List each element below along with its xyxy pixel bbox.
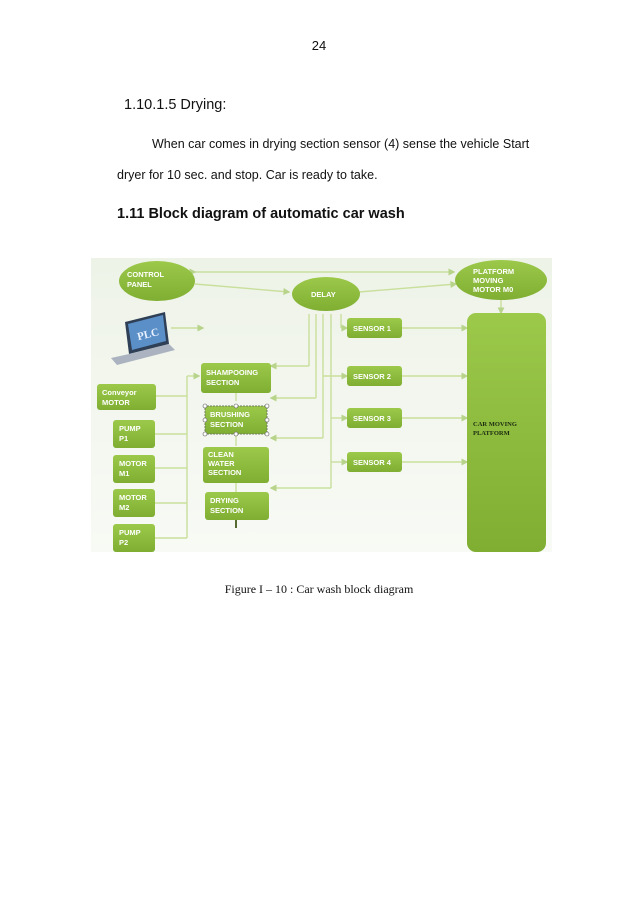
platform-motor-label-1: PLATFORM bbox=[473, 267, 514, 276]
page-number: 24 bbox=[311, 38, 327, 53]
figure-caption: Figure I – 10 : Car wash block diagram bbox=[224, 582, 414, 596]
sensor-3-node bbox=[347, 408, 402, 428]
drying-section-node bbox=[205, 492, 269, 520]
clean-water-label-2: WATER bbox=[208, 459, 235, 468]
motor-m2-label-1: MOTOR bbox=[119, 493, 147, 502]
brushing-label-1: BRUSHING bbox=[210, 410, 250, 419]
pump-p1-node bbox=[113, 420, 155, 448]
control-panel-node bbox=[119, 261, 195, 301]
laptop-icon: PLC bbox=[111, 312, 175, 365]
car-moving-platform-node bbox=[467, 313, 546, 552]
clean-water-section-node bbox=[203, 447, 269, 483]
shampooing-label-2: SECTION bbox=[206, 378, 239, 387]
motor-m1-node bbox=[113, 455, 155, 483]
subsection-heading: 1.11 Block diagram of automatic car wash bbox=[117, 206, 405, 222]
sensor-1-node bbox=[347, 318, 402, 338]
plc-label: PLC bbox=[136, 326, 160, 343]
conveyor-motor-label-1: Conveyor bbox=[102, 388, 137, 397]
shampooing-section-node bbox=[201, 363, 271, 393]
paragraph-line: When car comes in drying section sensor … bbox=[152, 137, 530, 151]
motor-m1-label-2: M1 bbox=[119, 469, 129, 478]
clean-water-label-1: CLEAN bbox=[208, 450, 234, 459]
sensor-2-label: SENSOR 2 bbox=[353, 372, 391, 381]
drying-label-2: SECTION bbox=[210, 506, 243, 515]
sensor-3-label: SENSOR 3 bbox=[353, 414, 391, 423]
pump-p2-label-2: P2 bbox=[119, 538, 128, 547]
pump-p1-label-2: P1 bbox=[119, 434, 128, 443]
sensor-4-node bbox=[347, 452, 402, 472]
control-panel-label-2: PANEL bbox=[127, 280, 152, 289]
shampooing-label-1: SHAMPOOING bbox=[206, 368, 258, 377]
platform-motor-label-3: MOTOR M0 bbox=[473, 285, 513, 294]
connector-lines bbox=[155, 268, 505, 539]
conveyor-motor-label-2: MOTOR bbox=[102, 398, 130, 407]
pump-p1-label-1: PUMP bbox=[119, 424, 141, 433]
sensor-1-label: SENSOR 1 bbox=[353, 324, 391, 333]
section-heading: 1.10.1.5 Drying: bbox=[124, 97, 227, 113]
delay-node bbox=[292, 277, 360, 311]
block-diagram: CONTROL PANEL PLC DELAY PLATFORM MOVING … bbox=[91, 258, 552, 552]
motor-m2-label-2: M2 bbox=[119, 503, 129, 512]
brushing-label-2: SECTION bbox=[210, 420, 243, 429]
control-panel-label-1: CONTROL bbox=[127, 270, 164, 279]
paragraph-line: dryer for 10 sec. and stop. Car is ready… bbox=[117, 168, 378, 182]
drying-label-1: DRYING bbox=[210, 496, 239, 505]
selection-handles bbox=[202, 403, 270, 437]
car-moving-platform-label-2: PLATFORM bbox=[473, 430, 510, 437]
conveyor-motor-node bbox=[97, 384, 156, 410]
sensor-4-label: SENSOR 4 bbox=[353, 458, 392, 467]
clean-water-label-3: SECTION bbox=[208, 468, 241, 477]
motor-m2-node bbox=[113, 489, 155, 517]
delay-label: DELAY bbox=[311, 290, 336, 299]
pump-p2-label-1: PUMP bbox=[119, 528, 141, 537]
motor-m1-label-1: MOTOR bbox=[119, 459, 147, 468]
platform-motor-node bbox=[455, 260, 547, 300]
car-moving-platform-label-1: CAR MOVING bbox=[473, 421, 517, 428]
pump-p2-node bbox=[113, 524, 155, 552]
sensor-2-node bbox=[347, 366, 402, 386]
platform-motor-label-2: MOVING bbox=[473, 276, 504, 285]
